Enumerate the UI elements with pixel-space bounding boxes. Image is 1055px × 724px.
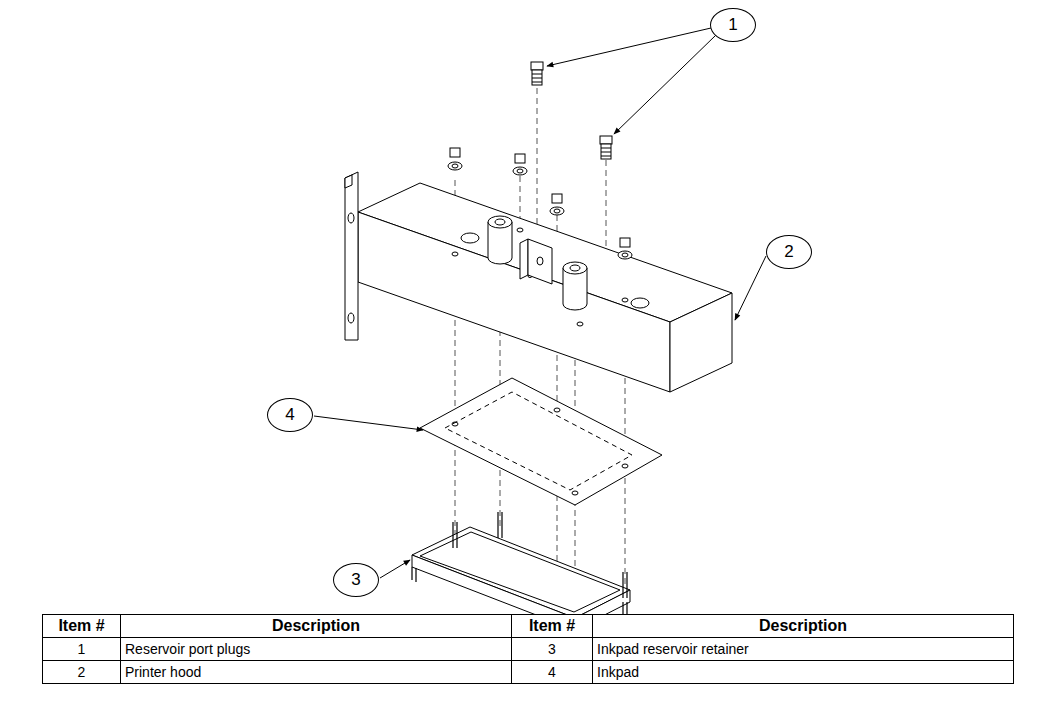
table-cell: Description xyxy=(120,614,512,638)
table-text: 3 xyxy=(548,641,556,657)
callout-bubble: 1 xyxy=(710,8,756,42)
table-text: 1 xyxy=(78,641,86,657)
callout-bubble: 4 xyxy=(267,398,313,432)
table-cell: 4 xyxy=(511,660,593,684)
table-text: Reservoir port plugs xyxy=(125,641,250,657)
table-cell: Inkpad reservoir retainer xyxy=(592,637,1014,661)
table-text: Printer hood xyxy=(125,664,201,680)
callout-bubble: 3 xyxy=(333,563,379,597)
table-header: Item # xyxy=(58,617,104,635)
table-text: Inkpad xyxy=(597,664,639,680)
table-header: Description xyxy=(272,617,360,635)
table-header: Item # xyxy=(529,617,575,635)
table-cell: Printer hood xyxy=(120,660,512,684)
table-cell: Inkpad xyxy=(592,660,1014,684)
callout-number: 2 xyxy=(784,242,793,262)
table-text: 4 xyxy=(548,664,556,680)
callout-bubble: 2 xyxy=(766,235,812,269)
table-cell: 1 xyxy=(42,637,121,661)
table-cell: Description xyxy=(592,614,1014,638)
table-cell: 3 xyxy=(511,637,593,661)
table-header: Description xyxy=(759,617,847,635)
table-text: 2 xyxy=(78,664,86,680)
callout-number: 3 xyxy=(351,570,360,590)
table-cell: 2 xyxy=(42,660,121,684)
table-cell: Item # xyxy=(42,614,121,638)
callout-number: 4 xyxy=(285,405,294,425)
table-cell: Reservoir port plugs xyxy=(120,637,512,661)
callout-number: 1 xyxy=(728,15,737,35)
table-cell: Item # xyxy=(511,614,593,638)
table-text: Inkpad reservoir retainer xyxy=(597,641,749,657)
